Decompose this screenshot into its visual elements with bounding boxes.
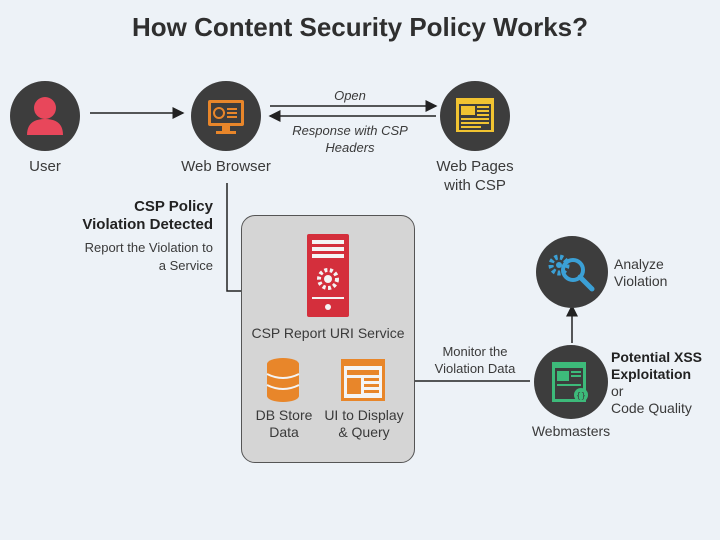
violation-heading-line2: Violation Detected: [82, 216, 213, 233]
svg-text:{}: {}: [576, 391, 586, 400]
database-icon: [266, 358, 300, 402]
webmasters-node: {}: [534, 345, 608, 419]
analyze-label-line1: Analyze: [614, 256, 664, 272]
violation-heading-line1: CSP Policy: [134, 198, 213, 215]
webpages-label-line1: Web Pages: [436, 158, 514, 175]
exploitation-bold-line2: Exploitation: [611, 366, 692, 382]
browser-label: Web Browser: [181, 158, 271, 175]
user-node: [10, 81, 80, 151]
monitor-label-line2: Violation Data: [434, 361, 516, 376]
exploitation-or: or: [611, 383, 624, 399]
webpages-node: [440, 81, 510, 151]
violation-sub-line2: a Service: [158, 258, 213, 273]
monitor-label-line1: Monitor the: [442, 344, 508, 359]
page-title: How Content Security Policy Works?: [131, 12, 589, 42]
browser-icon: [208, 100, 244, 134]
exploitation-bold-line1: Potential XSS: [611, 349, 703, 365]
response-label-line2: Headers: [325, 140, 375, 155]
analyze-label-line2: Violation: [614, 273, 668, 289]
browser-node: [191, 81, 261, 151]
db-label-line1: DB Store: [255, 407, 313, 423]
open-label: Open: [334, 88, 366, 103]
user-label: User: [29, 158, 61, 175]
report-service-label: CSP Report URI Service: [251, 325, 405, 341]
ui-label-line2: & Query: [338, 424, 390, 440]
webmaster-icon: {}: [552, 362, 588, 402]
webpages-label-line2: with CSP: [444, 177, 506, 194]
server-icon: [307, 234, 349, 317]
ui-label-line1: UI to Display: [324, 407, 404, 423]
db-label-line2: Data: [269, 424, 299, 440]
violation-sub-line1: Report the Violation to: [84, 240, 213, 255]
response-label-line1: Response with CSP: [292, 123, 408, 138]
webpages-icon: [456, 98, 494, 132]
analyze-icon: [548, 254, 595, 292]
webmasters-label: Webmasters: [531, 423, 611, 439]
exploitation-code-quality: Code Quality: [611, 400, 692, 416]
query-ui-icon: [341, 359, 385, 401]
user-icon: [27, 97, 63, 135]
analyze-node: [536, 236, 608, 308]
